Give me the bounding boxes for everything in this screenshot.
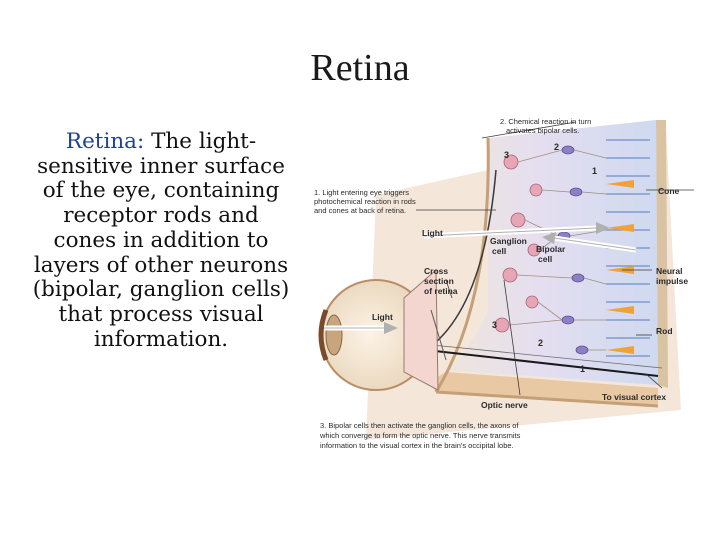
num-3-bottom: 3 <box>492 320 497 330</box>
optic-fibre-2 <box>425 349 659 377</box>
sclera-line-2 <box>435 390 659 408</box>
num-1-top: 1 <box>592 166 597 176</box>
label-rod: Rod <box>656 326 673 336</box>
label-optic-nerve: Optic nerve <box>481 400 528 410</box>
num-1-bottom: 1 <box>580 364 585 374</box>
num-2-top: 2 <box>554 142 559 152</box>
label-neural-1: Neural <box>656 266 682 276</box>
caption-1-line-3: and cones at back of retina. <box>314 206 406 215</box>
caption-2-line-1: 2. Chemical reaction in turn <box>500 117 591 126</box>
light-arrows <box>324 222 610 334</box>
retina-diagram-svg: 1. Light entering eye triggers photochem… <box>314 117 694 450</box>
caption-2-line-2: activates bipolar cells. <box>506 126 579 135</box>
optic-fibre-3 <box>421 343 663 369</box>
leader-lines <box>416 121 694 396</box>
caption-3-line-2: which converge to form the optic nerve. … <box>319 431 521 440</box>
sclera-band <box>432 372 658 405</box>
caption-1-line-1: 1. Light entering eye triggers <box>314 188 409 197</box>
label-cross-1: Cross <box>424 266 448 276</box>
label-neural-2: impulse <box>656 276 688 286</box>
retina-diagram: 1. Light entering eye triggers photochem… <box>306 110 696 460</box>
label-bipolar-2: cell <box>538 254 552 264</box>
slide-title: Retina <box>310 47 410 89</box>
cone-cells <box>606 180 634 354</box>
label-bipolar-1: Bipolar <box>536 244 566 254</box>
label-light-top: Light <box>422 228 443 238</box>
pigment-layer <box>656 120 668 388</box>
eyeball <box>318 268 447 391</box>
definition-text: The light-sensitive inner surface of the… <box>32 129 290 352</box>
label-ganglion-2: cell <box>492 246 506 256</box>
label-cross-3: of retina <box>424 286 458 296</box>
label-light-eye: Light <box>372 312 393 322</box>
bipolar-cells <box>557 145 589 355</box>
caption-3-line-3: information to the visual cortex in the … <box>320 441 514 450</box>
caption-1-line-2: photochemical reaction in rods <box>314 197 416 206</box>
num-3-top: 3 <box>504 150 509 160</box>
label-cone: Cone <box>658 186 680 196</box>
label-cross-2: section <box>424 276 454 286</box>
caption-3-line-1: 3. Bipolar cells then activate the gangl… <box>320 421 519 430</box>
retina-definition: Retina: The light-sensitive inner surfac… <box>30 129 292 352</box>
sclera-edge <box>434 137 490 393</box>
label-ganglion-1: Ganglion <box>490 236 527 246</box>
num-2-bottom: 2 <box>538 338 543 348</box>
neural-impulse-arrow <box>542 232 637 253</box>
definition-term: Retina: <box>65 129 145 154</box>
label-to-visual-cortex: To visual cortex <box>602 392 666 402</box>
